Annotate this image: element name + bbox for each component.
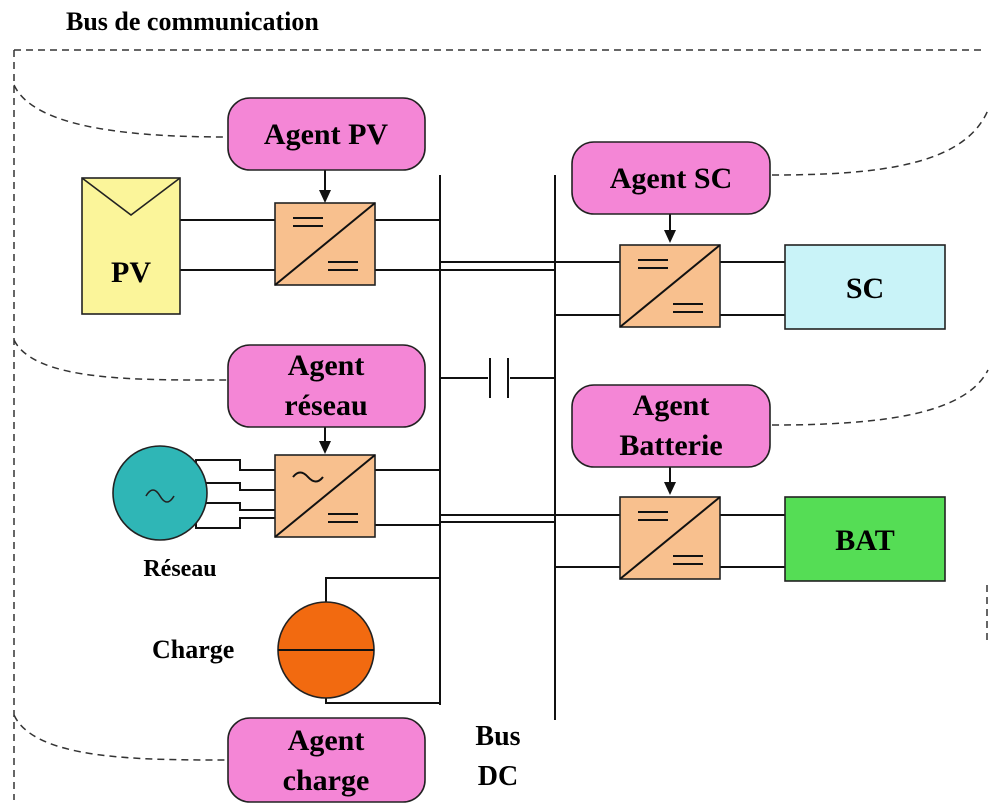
agent-sc: Agent SC — [571, 141, 771, 215]
agent-reseau-label-1: Agent — [288, 349, 365, 382]
converter-pv — [274, 202, 376, 286]
agent-pv-label: Agent PV — [264, 118, 388, 151]
converter-bat — [619, 496, 721, 580]
pv-panel: PV — [81, 177, 181, 315]
load: Charge — [152, 601, 375, 699]
converter-sc — [619, 244, 721, 328]
charge-label: Charge — [152, 635, 234, 664]
agent-charge-label-1: Agent — [288, 724, 365, 757]
communication-bus — [13, 49, 989, 800]
agent-sc-label: Agent SC — [610, 162, 733, 195]
bus-dc-label: Bus DC — [475, 721, 520, 792]
agent-pv: Agent PV — [227, 97, 426, 171]
bus-dc-label-1: Bus — [475, 721, 520, 752]
grid-source: Réseau — [112, 445, 217, 582]
dc-bus — [439, 175, 556, 720]
converter-reseau — [274, 454, 376, 538]
sc-label: SC — [846, 272, 884, 305]
agent-batterie-label-2: Batterie — [619, 429, 722, 462]
pv-label: PV — [111, 256, 151, 289]
diagram-title: Bus de communication — [66, 7, 319, 36]
sc-box: SC — [784, 244, 946, 330]
agent-charge: Agent charge — [227, 717, 426, 803]
agent-reseau-label-2: réseau — [284, 389, 367, 422]
reseau-label: Réseau — [143, 556, 216, 582]
agent-charge-label-2: charge — [283, 764, 370, 797]
bat-label: BAT — [835, 524, 894, 557]
capacitor — [489, 358, 509, 398]
bat-box: BAT — [784, 496, 946, 582]
agent-batterie-label-1: Agent — [633, 389, 710, 422]
agent-batterie: Agent Batterie — [571, 384, 771, 468]
agent-reseau: Agent réseau — [227, 344, 426, 428]
wiring — [180, 219, 785, 704]
bus-dc-label-2: DC — [478, 761, 518, 792]
